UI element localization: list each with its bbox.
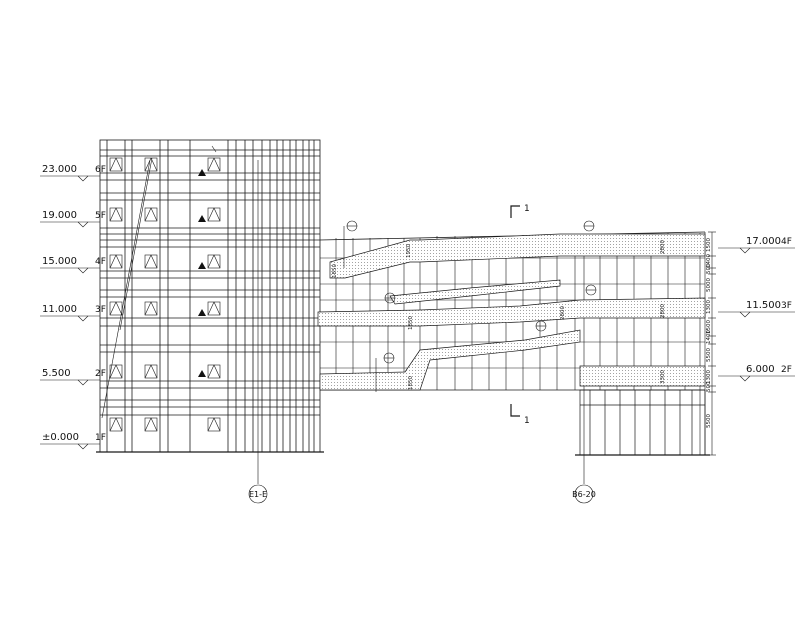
dim-chain-7: 5500 bbox=[706, 348, 712, 362]
level-floor-6f: 6F bbox=[95, 165, 106, 175]
section-mark-top bbox=[510, 205, 520, 218]
bridge-dim-3: 2800 bbox=[560, 306, 566, 320]
dim-chain-9: 500 bbox=[706, 381, 712, 392]
dim-chain-3: 5000 bbox=[706, 278, 712, 292]
level-elev-3f: 11.000 bbox=[42, 304, 77, 315]
bridge-height-dims: 2800 2800 2800 3300 bbox=[560, 240, 666, 384]
ramp-4f bbox=[329, 233, 706, 279]
axis-right bbox=[574, 455, 594, 504]
left-level-labels: 23.000 6F 19.000 5F 15.000 4F 11.000 3F … bbox=[42, 164, 106, 443]
level-floor-2f: 2F bbox=[95, 369, 106, 379]
level-floor-5f: 5F bbox=[95, 211, 106, 221]
right-elev-2f: 6.000 bbox=[746, 364, 775, 375]
left-level-markers bbox=[40, 175, 324, 453]
detail-callouts bbox=[343, 220, 597, 392]
axis-right-label: B6-20 bbox=[572, 490, 596, 499]
dim-chain-8: 1300 bbox=[706, 370, 712, 384]
section-mark-bottom bbox=[510, 404, 520, 417]
tower-floor-slabs bbox=[100, 149, 320, 416]
right-level-markers bbox=[718, 247, 795, 382]
tower-columns bbox=[106, 140, 315, 452]
slab-2f bbox=[579, 365, 706, 387]
dim-chain-10: 5500 bbox=[706, 414, 712, 428]
bridge-dim-4: 3300 bbox=[660, 370, 666, 384]
bridge-slabs bbox=[317, 233, 706, 391]
section-label-bottom: 1 bbox=[524, 416, 530, 426]
level-marker-4f bbox=[40, 267, 100, 274]
right-elev-3f: 11.500 bbox=[746, 300, 781, 311]
level-elev-2f: 5.500 bbox=[42, 368, 71, 379]
dim-chain-0: 1500 bbox=[706, 238, 712, 252]
right-level-marker-3f bbox=[718, 311, 795, 318]
level-floor-3f: 3F bbox=[95, 305, 106, 315]
axis-left bbox=[248, 160, 268, 504]
right-dim-labels: 1500 1400 500 5000 1300 1500 1400 5500 1… bbox=[706, 238, 712, 428]
ramp-dim-4: 1850 bbox=[332, 264, 338, 278]
lower-building-right bbox=[575, 389, 710, 456]
right-dim-chain bbox=[708, 231, 716, 456]
dim-chain-1: 1400 bbox=[706, 254, 712, 268]
level-marker-2f bbox=[40, 379, 100, 386]
bridge-dim-1: 2800 bbox=[660, 240, 666, 254]
level-elev-1f: ±0.000 bbox=[42, 432, 79, 443]
level-marker-6f bbox=[40, 175, 100, 182]
left-tower bbox=[99, 139, 321, 453]
level-floor-1f: 1F bbox=[95, 433, 106, 443]
level-floor-4f: 4F bbox=[95, 257, 106, 267]
ramp-dim-3: 1850 bbox=[408, 376, 414, 390]
tower-diagonals bbox=[101, 145, 217, 419]
right-floor-3f: 3F bbox=[781, 301, 792, 311]
right-floor-2f: 2F bbox=[781, 365, 792, 375]
ramp-dim-2: 1850 bbox=[408, 316, 414, 330]
dim-chain-2: 500 bbox=[706, 263, 712, 274]
dim-chain-5: 1500 bbox=[706, 320, 712, 334]
level-marker-3f bbox=[40, 315, 100, 322]
right-level-marker-2f bbox=[718, 375, 795, 382]
tower-windows bbox=[109, 157, 221, 432]
right-floor-4f: 4F bbox=[781, 237, 792, 247]
stair-markers bbox=[198, 169, 206, 377]
ramp-dim-1: 1950 bbox=[406, 244, 412, 258]
tower-outline bbox=[99, 139, 321, 453]
section-label-top: 1 bbox=[524, 204, 530, 214]
right-elev-4f: 17.000 bbox=[746, 236, 781, 247]
ramp-dims: 1950 1850 1850 1850 bbox=[332, 244, 414, 390]
level-elev-6f: 23.000 bbox=[42, 164, 77, 175]
ramp-3f-upper bbox=[317, 297, 706, 327]
level-elev-5f: 19.000 bbox=[42, 210, 77, 221]
bridge-dim-2: 2800 bbox=[660, 304, 666, 318]
level-marker-5f bbox=[40, 221, 100, 228]
ramp-3f-lower bbox=[389, 279, 561, 305]
right-level-marker-4f bbox=[718, 247, 795, 254]
dim-chain-4: 1300 bbox=[706, 300, 712, 314]
dim-chain-6: 1400 bbox=[706, 330, 712, 344]
level-elev-4f: 15.000 bbox=[42, 256, 77, 267]
level-marker-1f bbox=[40, 443, 100, 450]
ramp-2f bbox=[319, 329, 581, 391]
axis-left-label: E1-E bbox=[249, 490, 267, 499]
right-level-labels: 17.000 4F 11.500 3F 6.000 2F bbox=[746, 236, 792, 375]
